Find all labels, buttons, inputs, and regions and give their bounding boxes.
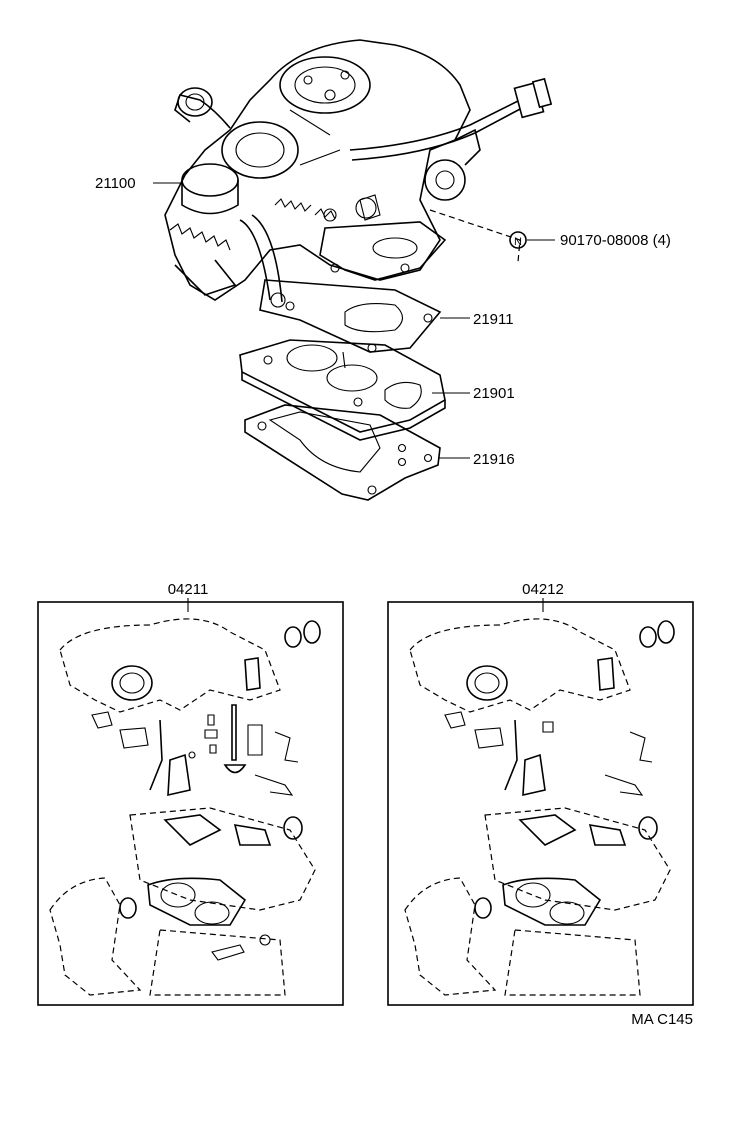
gasket-upper-drawing [259, 279, 442, 353]
nut-badge-letter: N [514, 236, 522, 248]
kit-box-04211 [37, 601, 344, 1006]
part-label-nut: 90170-08008 (4) [560, 232, 671, 249]
nut-badge-circle [509, 231, 527, 249]
gasket-lower-drawing [244, 404, 441, 501]
kit-label-04211: 04211 [168, 581, 209, 598]
kit-04211-contents [49, 618, 321, 996]
part-label-21911: 21911 [473, 311, 514, 328]
kit-label-04212: 04212 [522, 581, 564, 598]
kit-box-04212 [387, 601, 694, 1006]
part-label-21100: 21100 [95, 175, 136, 192]
figure-code: MA C145 [631, 1011, 693, 1028]
carburetor-assembly-drawing [164, 39, 553, 308]
kit-04212-contents [404, 618, 675, 996]
part-label-21901: 21901 [473, 385, 515, 402]
part-label-21916: 21916 [473, 451, 515, 468]
insulator-drawing [239, 339, 446, 441]
nut-leader-dashed [429, 209, 521, 263]
